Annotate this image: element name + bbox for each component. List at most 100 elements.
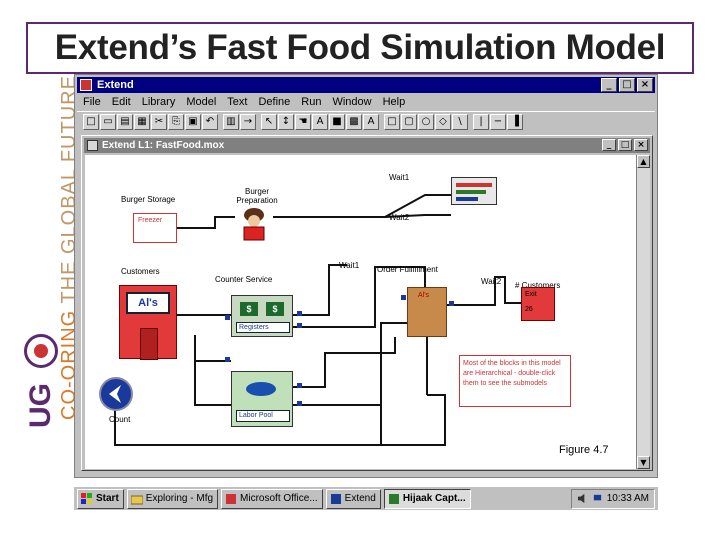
- new-icon[interactable]: □: [83, 113, 99, 130]
- menu-help[interactable]: Help: [382, 96, 406, 108]
- bag-label: Al's: [418, 292, 430, 299]
- slide-title: Extend’s Fast Food Simulation Model: [54, 28, 666, 67]
- menu-file[interactable]: File: [83, 96, 101, 108]
- rectangle-icon[interactable]: ■: [329, 113, 345, 130]
- scroll-up-button[interactable]: ▲: [637, 155, 650, 168]
- network-icon[interactable]: [592, 493, 603, 504]
- menu-text[interactable]: Text: [227, 96, 248, 108]
- start-button[interactable]: Start: [77, 488, 124, 509]
- doc-close-button[interactable]: ×: [634, 139, 648, 151]
- menu-model[interactable]: Model: [186, 96, 217, 108]
- wait1-mid-label: Wait1: [339, 261, 360, 270]
- plotter-block[interactable]: [451, 177, 497, 205]
- customers-count-label: # Customers: [515, 281, 561, 290]
- wait1-top-label: Wait1: [389, 173, 410, 182]
- burger-preparation-label: Burger Preparation: [236, 187, 278, 205]
- copy-icon[interactable]: ⎘: [168, 113, 184, 130]
- customers-label: Customers: [121, 267, 160, 276]
- plot-bar: [456, 197, 478, 201]
- minimize-button[interactable]: _: [601, 78, 617, 92]
- university-seal: [24, 334, 58, 368]
- hand-icon[interactable]: ☚: [295, 113, 311, 130]
- speaker-icon[interactable]: [577, 493, 588, 504]
- minus-icon[interactable]: −: [490, 113, 506, 130]
- extend-app-window: Extend _ □ × File Edit Library Model Tex…: [74, 74, 658, 478]
- oval-icon[interactable]: ○: [418, 113, 434, 130]
- order-fulfillment-block[interactable]: Al's: [407, 287, 447, 337]
- wait2-mid-label: Wait2: [481, 277, 502, 286]
- order-fulfillment-label: Order Fullfillment: [377, 265, 438, 274]
- cut-icon[interactable]: ✂: [151, 113, 167, 130]
- register-key-1: $: [240, 302, 258, 316]
- paste-icon[interactable]: ▣: [185, 113, 201, 130]
- fill-icon[interactable]: ▩: [346, 113, 362, 130]
- connector-icon[interactable]: ↕: [278, 113, 294, 130]
- menu-window[interactable]: Window: [332, 96, 372, 108]
- figure-caption: Figure 4.7: [559, 444, 609, 456]
- task-hijaak[interactable]: Hijaak Capt...: [383, 488, 471, 509]
- menu-run[interactable]: Run: [301, 96, 322, 108]
- close-button[interactable]: ×: [637, 78, 653, 92]
- hierarchical-note: Most of the blocks in this model are Hie…: [459, 355, 571, 407]
- maximize-button[interactable]: □: [619, 78, 635, 92]
- text-tool-icon[interactable]: A: [363, 113, 379, 130]
- extend-app-icon[interactable]: [80, 79, 92, 91]
- color-icon[interactable]: ▐: [507, 113, 523, 130]
- line-icon[interactable]: \: [452, 113, 468, 130]
- task-extend-label: Extend: [344, 492, 376, 504]
- office-icon: [226, 493, 237, 504]
- start-label: Start: [96, 492, 119, 504]
- labor-pool-oval: [246, 382, 276, 396]
- rounded-rect-icon[interactable]: ▢: [401, 113, 417, 130]
- hijaak-icon: [388, 493, 399, 504]
- toolbar: □▭▤▦✂⎘▣↶▥→↖↕☚A■▩A□▢○◇\|−▐: [77, 111, 655, 131]
- chef-icon: [243, 208, 265, 241]
- registers-label: Registers: [236, 322, 290, 333]
- block-icon[interactable]: ▥: [223, 113, 239, 130]
- task-extend[interactable]: Extend: [325, 488, 381, 509]
- burger-prep-block[interactable]: [235, 205, 273, 241]
- polygon-icon[interactable]: ◇: [435, 113, 451, 130]
- task-office-label: Microsoft Office...: [240, 492, 318, 504]
- run-icon[interactable]: →: [240, 113, 256, 130]
- customer-arrival-block[interactable]: Al's: [119, 285, 177, 360]
- menu-edit[interactable]: Edit: [111, 96, 131, 108]
- pointer-icon[interactable]: ↖: [261, 113, 277, 130]
- menu-define[interactable]: Define: [258, 96, 291, 108]
- labor-pool-block[interactable]: Labor Pool: [231, 371, 293, 427]
- document-titlebar[interactable]: Extend L1: FastFood.mox _ □ ×: [84, 138, 650, 153]
- text-icon[interactable]: A: [312, 113, 328, 130]
- app-title: Extend: [97, 79, 134, 91]
- open-icon[interactable]: ▭: [100, 113, 116, 130]
- store-door: [140, 328, 158, 360]
- doc-minimize-button[interactable]: _: [602, 139, 616, 151]
- freezer-block[interactable]: Freezer: [133, 213, 177, 243]
- count-block[interactable]: [99, 377, 133, 411]
- square-icon[interactable]: □: [384, 113, 400, 130]
- scroll-down-button[interactable]: ▼: [637, 456, 650, 469]
- exit-label: Exit: [525, 291, 537, 298]
- plot-bar: [456, 190, 486, 194]
- undo-icon[interactable]: ↶: [202, 113, 218, 130]
- store-sign: Al's: [126, 292, 170, 314]
- vertical-scrollbar[interactable]: ▲ ▼: [636, 155, 650, 469]
- document-icon[interactable]: [87, 140, 98, 151]
- task-exploring[interactable]: Exploring - Mfg: [126, 488, 219, 509]
- exit-block[interactable]: Exit 26: [521, 287, 555, 321]
- model-canvas[interactable]: Burger Storage Burger Preparation Custom…: [85, 155, 636, 469]
- task-office[interactable]: Microsoft Office...: [221, 488, 323, 509]
- menu-library[interactable]: Library: [141, 96, 176, 108]
- registers-block[interactable]: $ $ Registers: [231, 295, 293, 337]
- slide-title-box: Extend’s Fast Food Simulation Model: [26, 22, 694, 74]
- freezer-label: Freezer: [138, 217, 163, 224]
- app-titlebar[interactable]: Extend _ □ ×: [77, 77, 655, 93]
- print-icon[interactable]: ▦: [134, 113, 150, 130]
- document-title: Extend L1: FastFood.mox: [102, 140, 225, 151]
- connector-lines: [114, 194, 521, 446]
- task-hijaak-label: Hijaak Capt...: [402, 492, 466, 504]
- labor-pool-label: Labor Pool: [236, 410, 290, 422]
- stop-icon[interactable]: |: [473, 113, 489, 130]
- doc-maximize-button[interactable]: □: [618, 139, 632, 151]
- task-exploring-label: Exploring - Mfg: [145, 492, 214, 504]
- save-icon[interactable]: ▤: [117, 113, 133, 130]
